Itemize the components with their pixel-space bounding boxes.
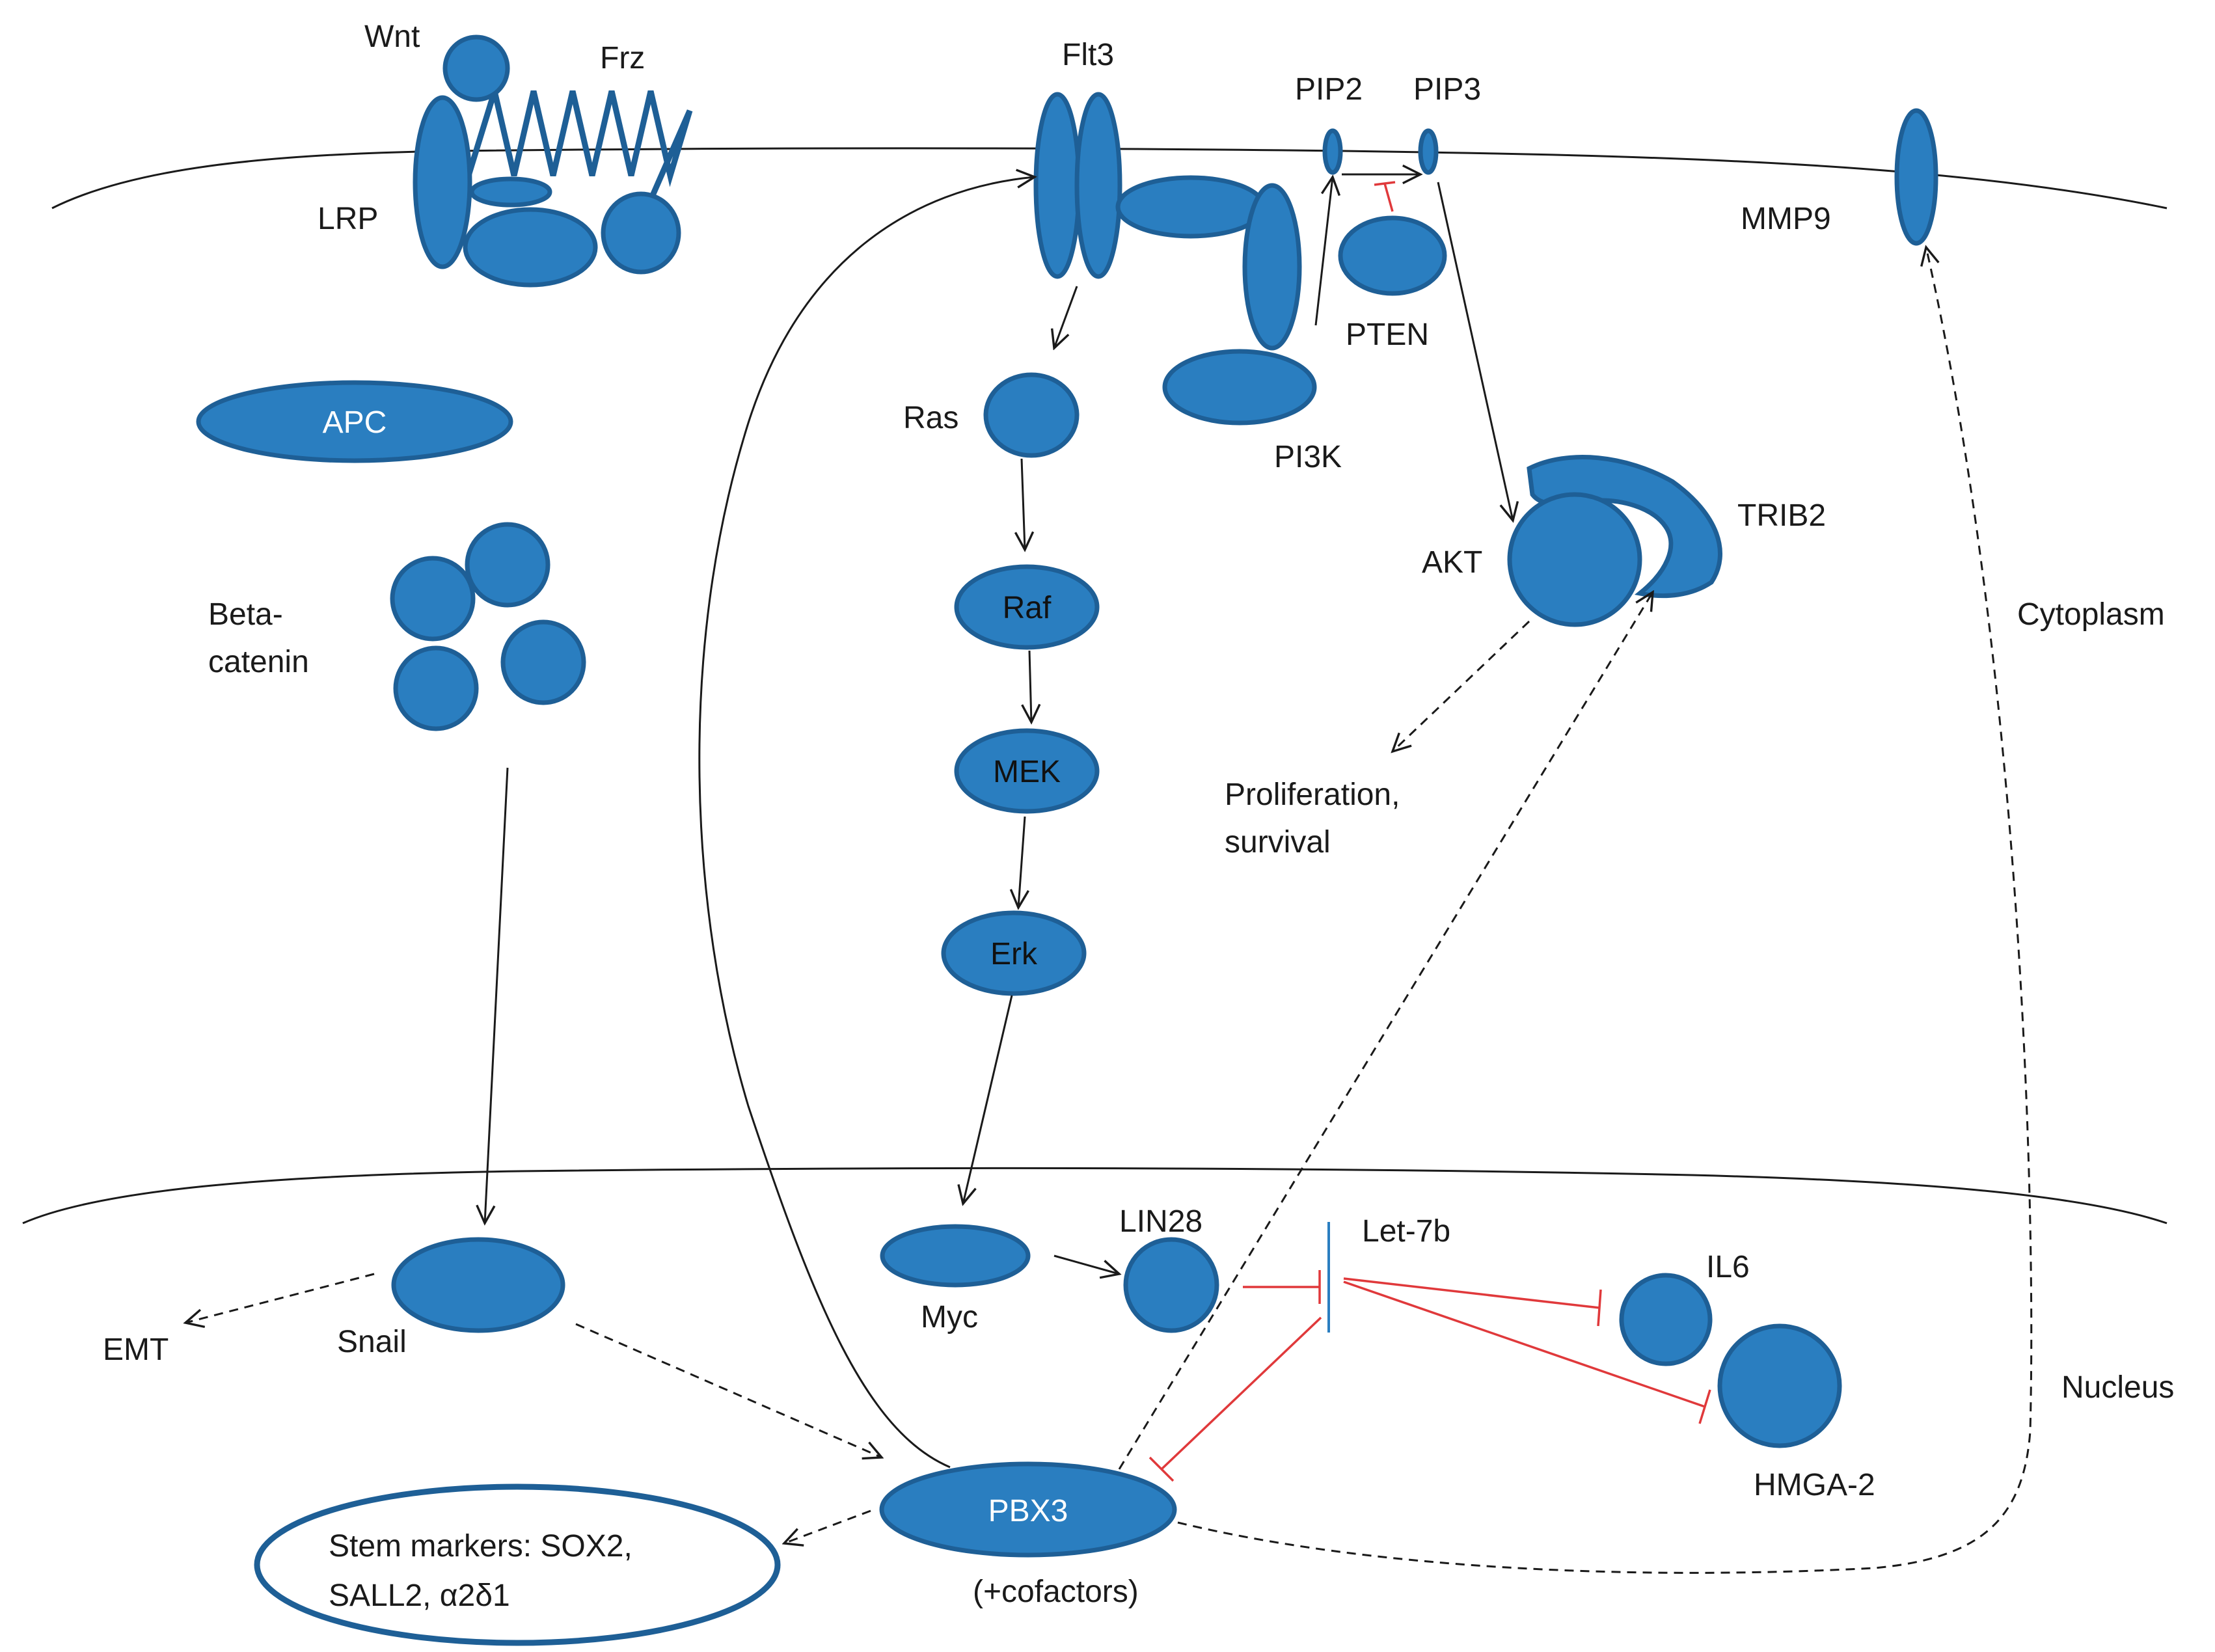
lrp-label: LRP [318, 202, 378, 236]
mek-label: MEK [993, 755, 1061, 789]
nuclear-membrane [22, 1167, 2167, 1225]
beta-catenin-label-line1: Beta- [208, 597, 283, 632]
akt-node [1507, 492, 1642, 627]
frz-inner-node [469, 176, 552, 208]
myc-label: Myc [921, 1300, 978, 1334]
pip3-to-akt-arrow [1437, 182, 1513, 521]
emt-label: EMT [103, 1333, 169, 1367]
beta-catenin-label-line2: catenin [208, 645, 309, 679]
lin28-node [1123, 1237, 1219, 1333]
let7b-inhibits-il6 [1343, 1277, 1602, 1327]
mek-node [954, 728, 1100, 814]
flt3-to-ras-arrow [1054, 286, 1078, 348]
hmga2-label: HMGA-2 [1754, 1468, 1875, 1502]
mek-to-erk-arrow [1018, 816, 1025, 908]
stem-markers-node [254, 1483, 781, 1646]
il6-node [1619, 1273, 1713, 1366]
nucleus-label: Nucleus [2061, 1370, 2174, 1405]
beta-catenin-node [465, 522, 550, 608]
raf-to-mek-arrow [1029, 650, 1031, 722]
flt3-adapter-node [1115, 175, 1266, 239]
wnt-frz-lrp-complex [413, 34, 693, 288]
apc-node [196, 380, 513, 463]
wnt-ligand-node [442, 34, 510, 102]
beta-catenin-node [500, 619, 586, 705]
pbx3-node [879, 1461, 1177, 1558]
apc-label: APC [323, 405, 387, 440]
snail-to-emt-arrow [185, 1273, 375, 1323]
pbx3-label: PBX3 [988, 1494, 1068, 1528]
lin28-label: LIN28 [1119, 1204, 1203, 1239]
myc-to-lin28-arrow [1053, 1254, 1119, 1274]
pip2-node [1322, 128, 1343, 175]
pbx3-to-mmp9-arrow [1177, 247, 2033, 1574]
let7b-inhibits-hmga2 [1343, 1280, 1711, 1424]
frz-side-node [601, 191, 681, 275]
trib2-label: TRIB2 [1737, 498, 1826, 533]
proliferation-label-line2: survival [1225, 825, 1331, 860]
pten-label: PTEN [1346, 318, 1429, 352]
pbx3-inhibits-let7b [1148, 1316, 1322, 1482]
frz-label: Frz [600, 41, 645, 75]
stem-markers-label-line1: Stem markers: SOX2, [329, 1529, 632, 1564]
ras-node [983, 372, 1080, 458]
pi3k-node [1162, 349, 1317, 426]
pbx3-to-stem-markers-arrow [784, 1510, 871, 1543]
ras-to-raf-arrow [1022, 458, 1025, 550]
cytoplasm-label: Cytoplasm [2017, 597, 2165, 632]
hmga2-node [1717, 1323, 1842, 1448]
pi3k-to-pip2-arrow [1314, 177, 1333, 326]
raf-label: Raf [1003, 591, 1052, 625]
beta-catenin-node [390, 556, 476, 642]
beta-catenin-to-snail-arrow [485, 767, 509, 1223]
raf-node [954, 564, 1100, 650]
mmp9-node [1894, 108, 1938, 246]
pip3-node [1418, 128, 1439, 175]
snail-label: Snail [337, 1325, 407, 1359]
mmp9-label: MMP9 [1741, 202, 1831, 236]
flt3-receptor-node-right [1074, 92, 1122, 279]
flt3-label: Flt3 [1062, 38, 1114, 72]
lrp-receptor-node [413, 95, 472, 269]
il6-label: IL6 [1706, 1250, 1750, 1284]
pbx3-to-trib2-arrow [1118, 592, 1653, 1470]
beta-catenin-cluster [390, 522, 586, 731]
frz-base-node [463, 207, 598, 288]
ras-label: Ras [903, 401, 958, 435]
pi3k-label: PI3K [1274, 440, 1342, 474]
erk-label: Erk [990, 937, 1038, 971]
pip3-label: PIP3 [1413, 72, 1481, 107]
wnt-label: Wnt [364, 20, 420, 54]
snail-to-pbx3-arrow [575, 1323, 882, 1457]
pi3k-regulatory-node [1242, 183, 1302, 351]
beta-catenin-node [393, 645, 479, 731]
stem-markers-label-line2: SALL2, α2δ1 [329, 1578, 510, 1613]
flt3-receptor-node-left [1033, 92, 1081, 279]
erk-to-myc-arrow [963, 995, 1013, 1204]
myc-node [880, 1224, 1031, 1288]
frz-receptor-coil [465, 79, 693, 216]
snail-node [391, 1237, 565, 1333]
proliferation-label-line1: Proliferation, [1225, 778, 1400, 812]
pten-node [1338, 215, 1447, 296]
pip2-label: PIP2 [1295, 72, 1363, 107]
erk-node [941, 910, 1087, 996]
pbx3-to-flt3-arrow [698, 177, 1035, 1469]
akt-label: AKT [1422, 545, 1482, 580]
akt-to-proliferation-arrow [1393, 620, 1530, 752]
lin28-inhibits-let7b [1243, 1270, 1321, 1304]
let7b-label: Let-7b [1362, 1214, 1450, 1249]
cofactors-label: (+cofactors) [973, 1575, 1139, 1609]
pten-inhibits-pip3 [1374, 181, 1396, 212]
